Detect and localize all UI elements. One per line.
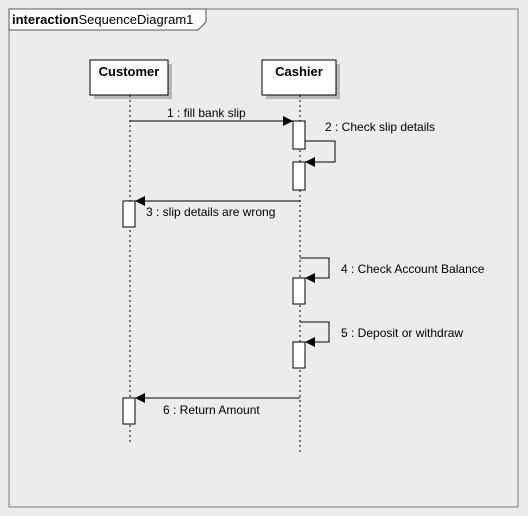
message-label-3: 3 : slip details are wrong [146,205,275,219]
message-arrow-4 [300,257,330,283]
frame-name: SequenceDiagram1 [78,12,193,27]
activation-bar [292,277,306,305]
activation-bar [292,341,306,369]
cashier-lifeline-label: Cashier [275,64,323,79]
message-label-2: 2 : Check slip details [325,120,435,134]
message-label-4: 4 : Check Account Balance [341,262,485,276]
cashier-head [261,59,337,96]
activation-bar [292,120,306,150]
activation-bar [122,397,136,425]
message-label-5: 5 : Deposit or withdraw [341,326,463,340]
customer-head [89,59,169,96]
activation-bar [292,161,306,191]
message-arrow-5 [300,321,330,347]
message-label-1: 1 : fill bank slip [167,106,246,120]
frame-label-tab [8,8,207,31]
frame-label: interactionSequenceDiagram1 [12,12,193,27]
message-arrow-2 [305,140,336,167]
customer-lifeline-label: Customer [99,64,160,79]
message-label-6: 6 : Return Amount [163,403,260,417]
interaction-frame [8,8,519,508]
frame-keyword: interaction [12,12,79,27]
activation-bar [122,200,136,228]
